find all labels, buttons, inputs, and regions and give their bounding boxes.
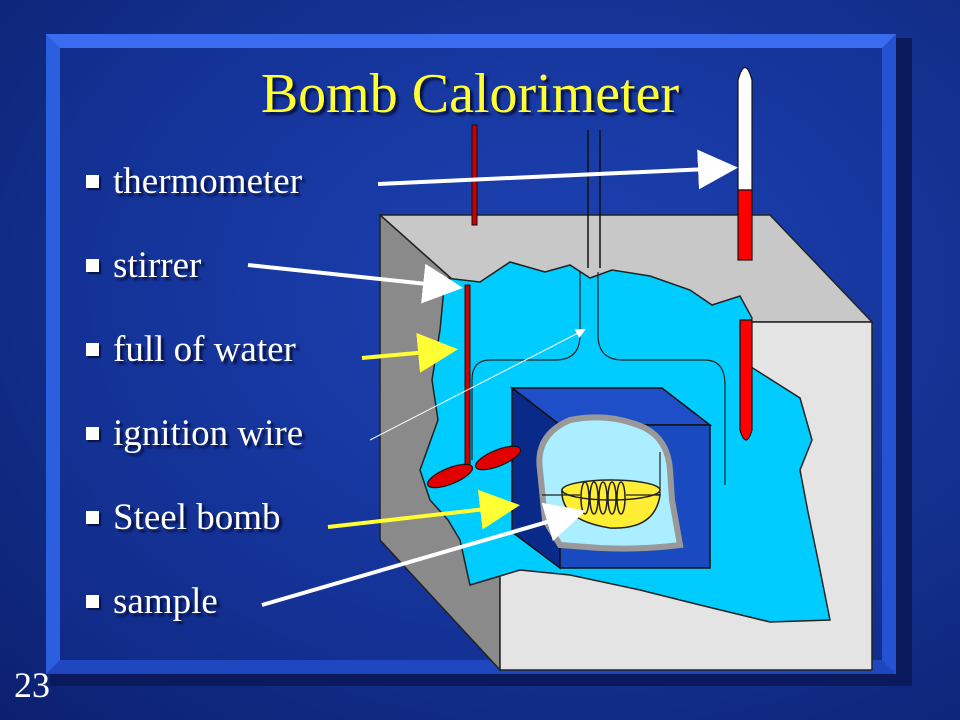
steel-bomb-arrow — [327, 489, 520, 530]
stirrer-paddle-left — [426, 463, 474, 489]
water-arrow — [361, 332, 458, 373]
bullet-label: full of water — [113, 329, 296, 370]
bullet-label: Steel bomb — [113, 497, 281, 538]
ignition-wire-arrow — [369, 329, 586, 441]
slide-title: Bomb Calorimeter — [260, 63, 680, 125]
sample-arrow — [261, 502, 586, 607]
bullet-thermometer: thermometer — [86, 160, 302, 203]
bullet-full-of-water: full of water — [86, 328, 296, 371]
stirrer-rod — [464, 284, 471, 471]
bullet-label: ignition wire — [113, 413, 304, 454]
thermometer-top — [737, 66, 753, 191]
stirrer-arrow — [247, 263, 463, 304]
stirrer-rod-top — [471, 124, 478, 226]
bullet-steel-bomb: Steel bomb — [86, 496, 281, 539]
bullet-stirrer: stirrer — [86, 244, 201, 287]
slide-number: 23 — [14, 665, 50, 705]
wire-guide-right — [597, 272, 726, 485]
square-bullet-icon — [86, 511, 99, 525]
square-bullet-icon — [86, 259, 99, 273]
stirrer-paddle-right — [474, 445, 522, 471]
bullet-label: sample — [113, 581, 218, 622]
bullet-label: stirrer — [113, 245, 202, 286]
bullet-label: thermometer — [113, 161, 303, 202]
bullet-ignition-wire: ignition wire — [86, 412, 303, 455]
square-bullet-icon — [86, 427, 99, 441]
ignition-wire-right — [626, 452, 661, 496]
ignition-coil — [580, 481, 626, 515]
square-bullet-icon — [86, 595, 99, 609]
thermometer-arrow — [377, 149, 738, 190]
square-bullet-icon — [86, 175, 99, 189]
bullet-sample: sample — [86, 580, 218, 623]
square-bullet-icon — [86, 343, 99, 357]
wire-guide-left — [471, 272, 581, 460]
thermometer-fluid — [737, 189, 753, 261]
thermometer-submerged — [739, 319, 753, 441]
